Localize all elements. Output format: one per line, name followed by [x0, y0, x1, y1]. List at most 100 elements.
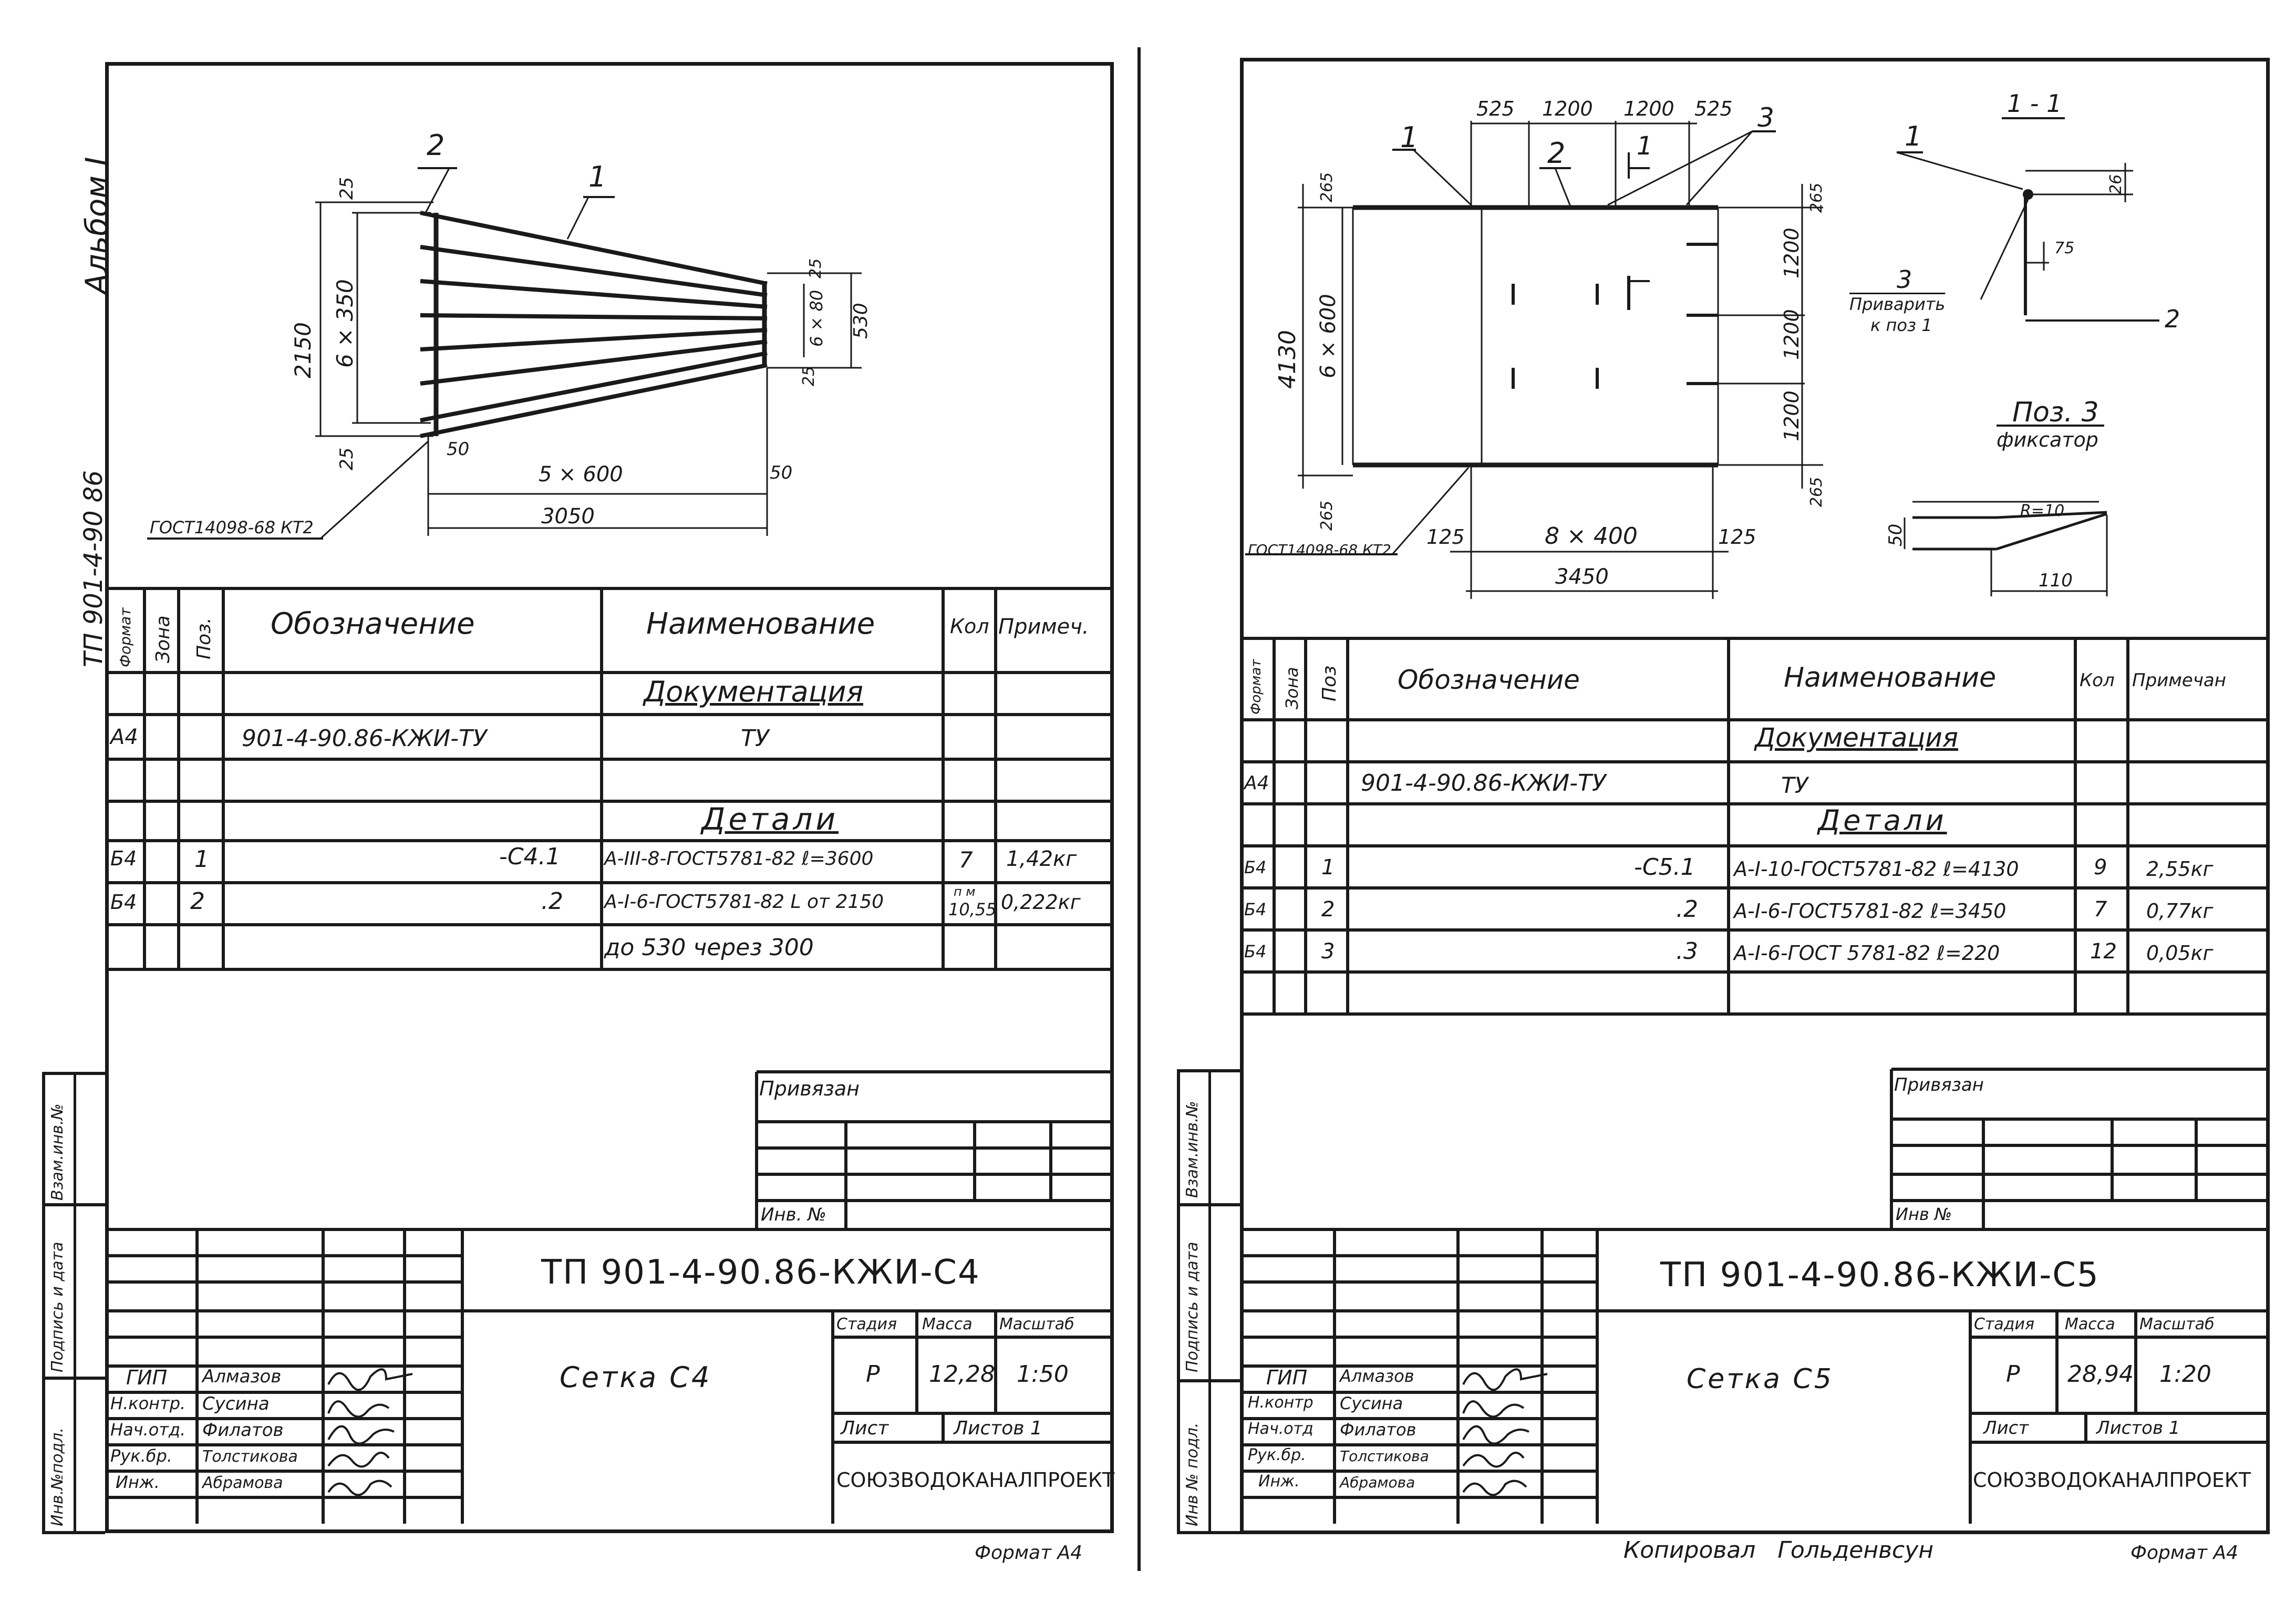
right-name-2: Филатов [1340, 1420, 1416, 1440]
right-row2-name: А-I-10-ГОСТ5781-82 ℓ=4130 [1734, 857, 2019, 881]
left-name-3: Толстикова [202, 1447, 298, 1466]
right-tb-sheet-h: Лист [1983, 1418, 2029, 1439]
right-name-0: Алмазов [1340, 1366, 1414, 1386]
right-role-2: Нач.отд [1248, 1420, 1314, 1438]
left-row2-qty: 7 [959, 847, 973, 873]
left-row3-designation: .2 [541, 888, 563, 915]
left-dim-50-right: 50 [770, 462, 793, 483]
left-col-designation: Обозначение [271, 607, 475, 641]
left-name-4: Абрамова [202, 1474, 283, 1492]
right-col-qty: Кол [2080, 670, 2115, 691]
left-format-label: Формат А4 [975, 1542, 1083, 1564]
right-row3-note: 0,77кг [2146, 899, 2214, 923]
right-role-0: ГИП [1266, 1366, 1308, 1389]
left-row1-designation: 901-4-90.86-КЖИ-ТУ [242, 725, 487, 752]
right-dim-125-r: 125 [1718, 525, 1756, 549]
left-tb-sheets-h: Листов 1 [954, 1418, 1042, 1439]
right-row1-designation: 901-4-90.86-КЖИ-ТУ [1361, 770, 1606, 797]
right-row4-format: Б4 [1244, 942, 1267, 961]
right-role-4: Инж. [1258, 1472, 1300, 1491]
right-tb-mass: 28,94 [2067, 1361, 2134, 1388]
right-section-title: 1 - 1 [2007, 89, 2062, 118]
right-row3-pos: 2 [1321, 897, 1335, 922]
right-pos3-110: 110 [2039, 570, 2073, 591]
right-pos3-r: R=10 [2020, 502, 2065, 520]
right-row4-qty: 12 [2090, 939, 2117, 964]
left-dim-5x600: 5 × 600 [539, 462, 623, 487]
right-copied-by: Копировал Гольденвсун [1623, 1537, 1934, 1564]
right-col-note: Примечан [2132, 670, 2226, 691]
right-tb-stage-h: Стадия [1974, 1315, 2035, 1333]
left-col-name: Наименование [646, 607, 875, 641]
right-sec-callout-1: 1 [1905, 121, 1922, 152]
right-role-3: Рук.бр. [1248, 1446, 1306, 1464]
right-row1-format: А4 [1244, 772, 1269, 794]
left-drawing-sheet [105, 62, 1114, 1533]
left-col-qty: Кол [950, 615, 989, 638]
right-tb-mass-h: Масса [2065, 1315, 2115, 1333]
left-role-3: Рук.бр. [110, 1446, 172, 1466]
left-row4-name: до 530 через 300 [604, 934, 814, 961]
left-privyazan: Привязан [759, 1077, 860, 1100]
right-callout-2: 2 [1547, 137, 1566, 170]
right-tb-scale-h: Масштаб [2139, 1315, 2215, 1333]
left-row2-format: Б4 [110, 847, 137, 870]
left-row3-pos: 2 [190, 888, 205, 915]
right-sec-callout-2: 2 [2165, 305, 2180, 333]
left-gost-label: ГОСТ14098-68 КТ2 [150, 518, 314, 537]
right-role-1: Н.контр [1248, 1393, 1314, 1412]
left-tb-stage: Р [866, 1361, 880, 1388]
right-row1-name: ТУ [1781, 772, 1808, 798]
left-name-2: Филатов [202, 1420, 284, 1441]
right-drawing-sheet [1240, 58, 2270, 1534]
left-tb-mass-h: Масса [922, 1315, 973, 1333]
right-inv-no: Инв № [1896, 1204, 1952, 1224]
right-row3-format: Б4 [1244, 899, 1267, 919]
left-section-parts: Детали [701, 801, 839, 837]
left-tb-scale-h: Масштаб [999, 1315, 1074, 1333]
left-row2-designation: -С4.1 [499, 843, 561, 870]
right-dim-525-a: 525 [1476, 97, 1515, 120]
right-row2-format: Б4 [1244, 857, 1267, 877]
right-sec-dim-75: 75 [2054, 239, 2075, 257]
sheet-divider [1137, 47, 1141, 1571]
left-col-note: Примеч. [998, 615, 1089, 639]
left-row1-name: ТУ [741, 725, 769, 752]
left-row3-qty-top: п м [954, 884, 976, 899]
right-weld-note-1: Приварить [1849, 294, 1946, 314]
left-tb-stage-h: Стадия [836, 1315, 897, 1333]
left-row1-format: А4 [110, 725, 138, 749]
right-col-designation: Обозначение [1398, 665, 1580, 695]
right-dim-525-b: 525 [1694, 97, 1733, 120]
left-name-1: Сусина [202, 1393, 270, 1414]
right-row2-designation: -С5.1 [1634, 854, 1695, 881]
left-dim-50-left: 50 [447, 439, 470, 460]
left-row3-format: Б4 [110, 891, 137, 914]
left-row3-name: А-I-6-ГОСТ5781-82 L от 2150 [604, 891, 884, 913]
right-row4-designation: .3 [1676, 938, 1698, 965]
right-tb-code: ТП 901-4-90.86-КЖИ-С5 [1660, 1256, 2100, 1295]
right-tb-title: Сетка С5 [1687, 1363, 1834, 1395]
right-row2-pos: 1 [1321, 855, 1335, 880]
right-row3-qty: 7 [2094, 897, 2107, 922]
right-dim-3450: 3450 [1555, 565, 1609, 589]
right-dim-8x400: 8 × 400 [1545, 523, 1638, 550]
right-section-docs: Документация [1755, 722, 1958, 753]
left-callout-1: 1 [588, 160, 607, 193]
right-name-4: Абрамова [1340, 1474, 1415, 1491]
left-tb-org: СОЮЗВОДОКАНАЛПРОЕКТ [836, 1469, 1115, 1492]
right-row3-designation: .2 [1676, 896, 1698, 923]
right-name-3: Толстикова [1340, 1447, 1429, 1465]
left-tb-mass: 12,28 [929, 1361, 995, 1388]
right-callout-3: 3 [1757, 102, 1774, 133]
